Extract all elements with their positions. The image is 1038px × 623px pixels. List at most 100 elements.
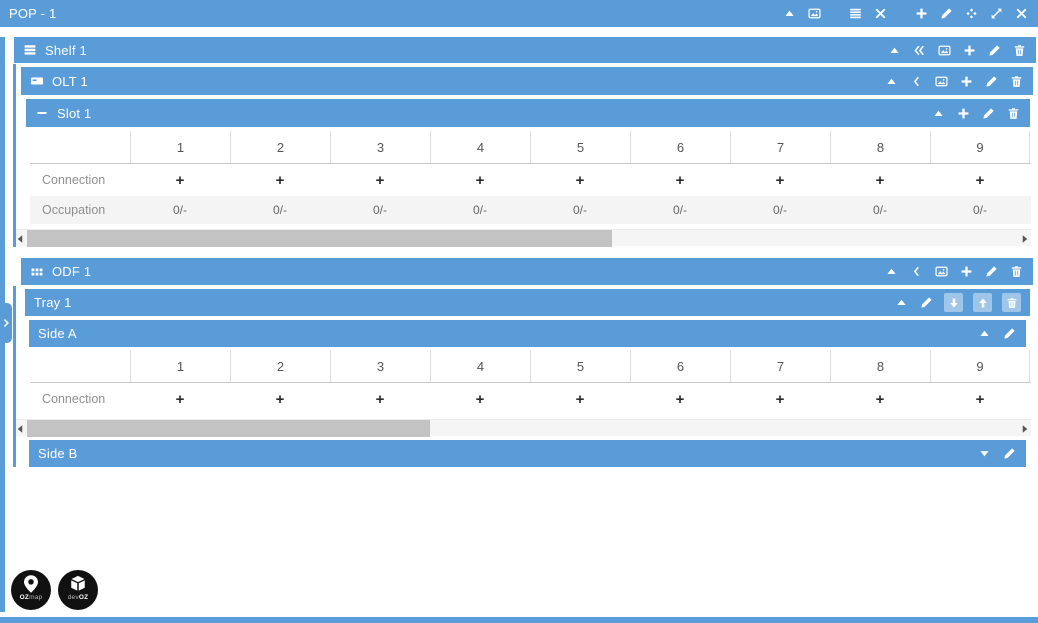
connection-add-button[interactable]: + <box>975 171 985 189</box>
collapse-panel-icon[interactable] <box>909 264 924 279</box>
close-icon[interactable] <box>1014 6 1029 21</box>
collapse-arrow-icon[interactable] <box>884 264 899 279</box>
connection-add-button[interactable]: + <box>475 390 485 408</box>
connection-add-button[interactable]: + <box>875 390 885 408</box>
edit-icon[interactable] <box>984 74 999 89</box>
pop-actions <box>782 6 1029 21</box>
port-column-header: 9 <box>930 350 1030 382</box>
image-icon[interactable] <box>934 74 949 89</box>
devoz-logo[interactable]: devOZ <box>58 570 98 610</box>
connection-add-button[interactable]: + <box>375 390 385 408</box>
connection-add-button[interactable]: + <box>175 390 185 408</box>
edit-icon[interactable] <box>939 6 954 21</box>
close-icon[interactable] <box>873 6 888 21</box>
port-column-header: 3 <box>330 350 430 382</box>
edit-icon[interactable] <box>1002 326 1017 341</box>
connection-add-button[interactable]: + <box>975 390 985 408</box>
odf-title: ODF 1 <box>52 264 92 279</box>
slot-table-scrollbar[interactable] <box>14 229 1031 247</box>
icon-group <box>884 264 1024 279</box>
side-a-title: Side A <box>38 326 77 341</box>
side-a-table-scrollbar[interactable] <box>14 419 1031 437</box>
scroll-right-arrow[interactable] <box>1019 420 1031 437</box>
port-column-header: 6 <box>630 131 730 163</box>
port-column-header: 1 <box>130 350 230 382</box>
shelf-icon <box>23 43 37 57</box>
scroll-right-arrow[interactable] <box>1019 230 1031 247</box>
shelf-left-border <box>13 64 16 247</box>
delete-icon[interactable] <box>1009 264 1024 279</box>
connection-add-button[interactable]: + <box>775 390 785 408</box>
table-corner-cell <box>30 350 130 382</box>
scroll-left-arrow[interactable] <box>14 420 26 437</box>
scrollbar-thumb[interactable] <box>27 230 612 247</box>
port-column-header: 3 <box>330 131 430 163</box>
collapse-all-icon[interactable] <box>912 43 927 58</box>
connection-add-button[interactable]: + <box>375 171 385 189</box>
connection-add-button[interactable]: + <box>775 171 785 189</box>
icon-group <box>914 6 1029 21</box>
move-up-icon[interactable] <box>973 293 992 312</box>
delete-icon[interactable] <box>1012 43 1027 58</box>
ozmap-logo-label: OZmap <box>19 594 43 601</box>
collapse-arrow-icon[interactable] <box>894 295 909 310</box>
image-icon[interactable] <box>934 264 949 279</box>
port-column-header: 7 <box>730 350 830 382</box>
occupation-value: 0/- <box>672 203 687 217</box>
resize-icon[interactable] <box>989 6 1004 21</box>
occupation-value: 0/- <box>972 203 987 217</box>
connection-add-button[interactable]: + <box>475 171 485 189</box>
connection-add-button[interactable]: + <box>575 390 585 408</box>
locate-icon[interactable] <box>964 6 979 21</box>
side-a-header-bar: Side A <box>29 320 1026 347</box>
edit-icon[interactable] <box>1002 446 1017 461</box>
move-down-icon[interactable] <box>944 293 963 312</box>
edit-icon[interactable] <box>919 295 934 310</box>
connection-add-button[interactable]: + <box>675 390 685 408</box>
connection-add-button[interactable]: + <box>275 171 285 189</box>
icon-group <box>931 106 1021 121</box>
delete-icon[interactable] <box>1002 293 1021 312</box>
collapse-arrow-icon[interactable] <box>782 6 797 21</box>
add-icon[interactable] <box>962 43 977 58</box>
collapse-arrow-icon[interactable] <box>884 74 899 89</box>
collapse-arrow-icon[interactable] <box>931 106 946 121</box>
scroll-left-arrow[interactable] <box>14 230 26 247</box>
slot-title: Slot 1 <box>57 105 92 121</box>
edit-icon[interactable] <box>984 264 999 279</box>
odf-icon <box>30 265 44 279</box>
connection-add-button[interactable]: + <box>175 171 185 189</box>
edit-icon[interactable] <box>981 106 996 121</box>
expand-arrow-icon[interactable] <box>977 446 992 461</box>
add-icon[interactable] <box>956 106 971 121</box>
ozmap-logo[interactable]: OZmap <box>11 570 51 610</box>
collapse-arrow-icon[interactable] <box>887 43 902 58</box>
list-icon[interactable] <box>848 6 863 21</box>
add-icon[interactable] <box>959 74 974 89</box>
edit-icon[interactable] <box>987 43 1002 58</box>
delete-icon[interactable] <box>1009 74 1024 89</box>
collapse-arrow-icon[interactable] <box>977 326 992 341</box>
collapse-panel-icon[interactable] <box>909 74 924 89</box>
port-column-header: 9 <box>930 131 1030 163</box>
delete-icon[interactable] <box>1006 106 1021 121</box>
slot-actions <box>931 106 1021 121</box>
scrollbar-thumb[interactable] <box>27 420 430 437</box>
port-column-header: 4 <box>430 131 530 163</box>
connection-add-button[interactable]: + <box>575 171 585 189</box>
add-icon[interactable] <box>914 6 929 21</box>
connection-add-button[interactable]: + <box>675 171 685 189</box>
add-icon[interactable] <box>959 264 974 279</box>
port-column-header: 6 <box>630 350 730 382</box>
pop-header-bar: POP - 1 <box>0 0 1038 27</box>
connection-add-button[interactable]: + <box>275 390 285 408</box>
image-icon[interactable] <box>807 6 822 21</box>
row-label: Connection <box>42 173 106 187</box>
table-corner-cell <box>30 131 130 163</box>
image-icon[interactable] <box>937 43 952 58</box>
connection-add-button[interactable]: + <box>875 171 885 189</box>
sidebar-expand-tab[interactable] <box>0 303 12 343</box>
icon-group <box>894 293 1021 312</box>
